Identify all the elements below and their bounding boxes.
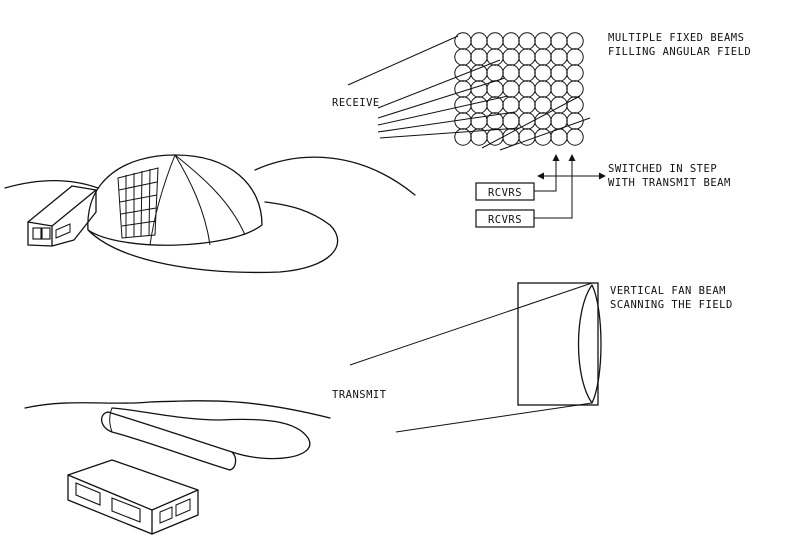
transmit-site [24,400,331,535]
beam-circle [518,48,536,66]
beam-circle [454,32,472,50]
beam-circle [470,48,488,66]
label-switched-2: WITH TRANSMIT BEAM [608,177,731,189]
beam-circle [550,64,568,82]
dome-ground-pad [87,201,339,274]
beam-circle [486,64,504,82]
label-transmit: TRANSMIT [332,389,387,401]
beam-circle [454,64,472,82]
label-receive: RECEIVE [332,97,380,109]
fan-beam-box [517,282,602,406]
beam-circle [534,48,552,66]
receive-beam-lines [347,35,591,151]
beam-circle [550,32,568,50]
beam-circle [566,64,584,82]
label-fan-beam-2: SCANNING THE FIELD [610,299,733,311]
beam-circle [502,96,520,114]
beam-circle [518,96,536,114]
radome-dome [87,154,263,246]
beam-circle [534,64,552,82]
dome-rib-3 [149,154,176,246]
beam-circle [470,32,488,50]
label-multiple-beams-2: FILLING ANGULAR FIELD [608,46,751,58]
beam-circle [454,112,472,130]
beam-circle [518,32,536,50]
beam-circle [566,96,584,114]
fan-beam-lines [349,282,593,433]
beam-circle [566,48,584,66]
label-switched-1: SWITCHED IN STEP [608,163,717,175]
beam-circle [470,96,488,114]
beam-circle [518,64,536,82]
label-multiple-beams-1: MULTIPLE FIXED BEAMS [608,32,744,44]
receive-site [4,154,416,274]
beam-circle [534,32,552,50]
dome-antenna-grid [117,167,159,239]
beam-circle [454,48,472,66]
beam-circle [502,128,520,146]
transmit-antenna-end [101,411,231,471]
beam-circle [486,128,504,146]
beam-circle [534,96,552,114]
terrain-line-lower [24,400,331,419]
beam-grid [454,32,584,146]
beam-circle [550,80,568,98]
beam-circle [502,80,520,98]
transmit-building [67,459,199,535]
beam-circle [486,48,504,66]
dome-rib-1 [174,154,211,246]
beam-circle [502,64,520,82]
beam-circle [470,64,488,82]
beam-circle [566,32,584,50]
fan-beam-lens [577,284,602,404]
label-fan-beam-1: VERTICAL FAN BEAM [610,285,726,297]
receiver-block: RCVRS RCVRS [475,154,606,228]
beam-circle [470,80,488,98]
beam-circle [502,32,520,50]
rcvrs-label-1: RCVRS [488,187,522,199]
terrain-line-left [4,179,99,189]
beam-circle [502,112,520,130]
beam-circle [550,48,568,66]
receive-building [27,185,97,247]
terrain-line-right [254,156,416,196]
beam-circle [566,80,584,98]
beam-circle [534,80,552,98]
beam-circle [518,80,536,98]
beam-circle [502,48,520,66]
rcvrs-label-2: RCVRS [488,214,522,226]
beam-circle [470,112,488,130]
dome-rib-2 [174,154,246,236]
beam-circle [566,128,584,146]
beam-circle [486,32,504,50]
transmit-antenna-body [107,407,311,460]
